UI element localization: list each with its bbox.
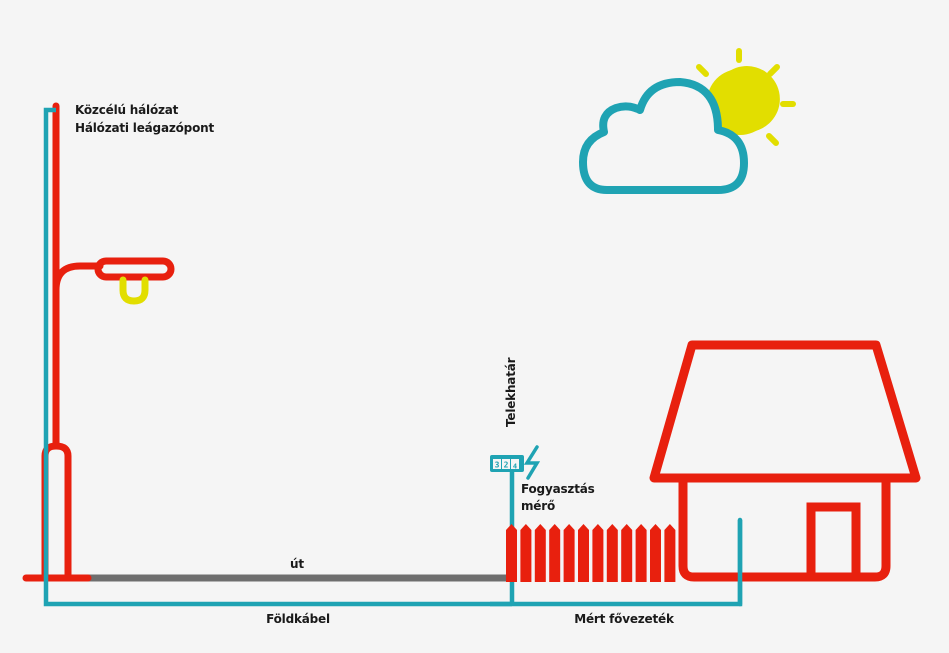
cloud-sun-icon [579, 48, 796, 194]
fence-picket [650, 524, 661, 582]
road-label: út [290, 557, 304, 571]
public-network-label: Közcélú hálózat [75, 103, 179, 117]
metered-main-label: Mért fővezeték [574, 612, 674, 626]
meter-label-line2: mérő [521, 499, 556, 513]
house-icon [649, 340, 921, 582]
meter-label-line1: Fogyasztás [521, 482, 595, 496]
ground-cable-label: Földkábel [266, 612, 330, 626]
sun-icon [696, 48, 796, 146]
property-line-label: Telekhatár [504, 357, 518, 427]
fence-picket [664, 524, 676, 582]
electricity-meter-icon: 3 2 4 [490, 455, 524, 472]
fence-picket [621, 524, 633, 582]
fence-picket [578, 524, 589, 582]
fence-icon [506, 524, 676, 582]
fence-picket [534, 524, 546, 582]
fence-picket [563, 524, 575, 582]
branch-point-label: Hálózati leágazópont [75, 121, 214, 135]
house-walls [678, 473, 891, 582]
ground-cable [43, 107, 512, 607]
house-door [806, 502, 861, 577]
fence-picket [549, 524, 561, 582]
fence-picket [520, 524, 532, 582]
lightning-bolt-icon [523, 445, 541, 480]
fence-picket [592, 524, 604, 582]
fence-picket [635, 524, 647, 582]
meter-digit: 3 [495, 461, 500, 470]
fence-picket [606, 524, 618, 582]
meter-digit: 4 [513, 463, 517, 471]
cloud-icon [579, 78, 748, 194]
lamp-bulb-icon [119, 276, 149, 305]
house-roof [649, 340, 921, 483]
meter-digit: 2 [504, 461, 509, 470]
fence-picket [506, 524, 517, 582]
